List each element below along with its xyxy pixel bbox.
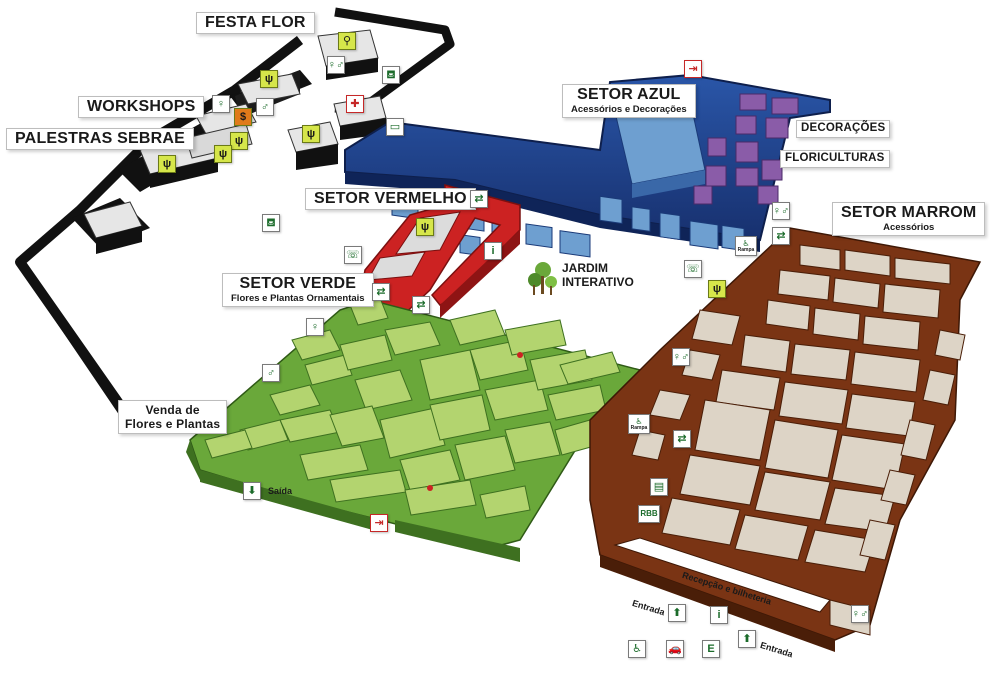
info-icon-letter: i: [717, 608, 721, 621]
bench-icon: ⛾: [382, 66, 400, 84]
setor-marrom-subtitle: Acessórios: [883, 222, 935, 233]
parking-letter: E: [707, 642, 715, 655]
setor-vermelho-title: SETOR VERMELHO: [314, 190, 467, 207]
label-decoracoes: DECORAÇÕES: [796, 120, 891, 138]
festa-flor-title: FESTA FLOR: [205, 14, 306, 31]
emergency-exit-icon: ⇥: [684, 60, 702, 78]
rbb-icon: RBB: [638, 505, 660, 523]
green-stands: [204, 297, 621, 519]
first-aid-cross-icon: ✚: [346, 95, 364, 113]
phone-icon: ☏: [344, 246, 362, 264]
decoracoes-title: DECORAÇÕES: [801, 122, 886, 134]
label-setor-marrom: SETOR MARROM Acessórios: [832, 202, 986, 236]
label-saida: Saída: [268, 486, 293, 496]
setor-azul-subtitle: Acessórios e Decorações: [571, 104, 687, 115]
restroom-icon: ♀: [212, 95, 230, 113]
transfer-arrows-icon: ⇄: [372, 283, 390, 301]
food-fork-knife-icon: ψ: [230, 132, 248, 150]
wheelchair-icon: ♿: [628, 640, 646, 658]
transfer-arrows-icon: ⇄: [412, 296, 430, 314]
brown-stands: [631, 244, 966, 573]
restroom-icon: ♀♂: [672, 348, 690, 366]
direction-arrow-icon: ⬆: [738, 630, 756, 648]
label-palestras-sebrae: PALESTRAS SEBRAE: [6, 128, 195, 150]
setor-verde-subtitle: Flores e Plantas Ornamentais: [231, 293, 365, 304]
food-fork-knife-icon: ψ: [708, 280, 726, 298]
food-fork-knife-icon: ψ: [260, 70, 278, 88]
venda-line-1: Venda de: [145, 403, 200, 417]
label-setor-verde: SETOR VERDE Flores e Plantas Ornamentais: [222, 273, 374, 307]
setor-marrom-title: SETOR MARROM: [841, 204, 977, 221]
food-fork-knife-icon: ψ: [302, 125, 320, 143]
food-fork-knife-icon: ψ: [214, 145, 232, 163]
workshops-title: WORKSHOPS: [87, 98, 196, 115]
food-fork-knife-icon: ψ: [416, 218, 434, 236]
label-floriculturas: FLORICULTURAS: [780, 150, 890, 168]
car-icon: 🚗: [666, 640, 684, 658]
label-festa-flor: FESTA FLOR: [196, 12, 315, 34]
restroom-icon: ♂: [262, 364, 280, 382]
restroom-icon: ♂: [256, 98, 274, 116]
direction-arrow-icon: ⬆: [668, 604, 686, 622]
label-jardim-interativo: JARDIM INTERATIVO: [562, 261, 634, 290]
wheelchair-icon: ♿Rampa: [735, 236, 757, 256]
label-venda-flores: Venda de Flores e Plantas: [118, 400, 228, 434]
venda-line-2: Flores e Plantas: [125, 417, 221, 431]
restroom-icon: ♀♂: [851, 605, 869, 623]
rbb-label: RBB: [640, 509, 658, 518]
atm-icon: $: [234, 108, 252, 126]
rampa-label-1: Rampa: [737, 246, 755, 253]
rampa-label-2: Rampa: [630, 424, 648, 431]
brown-sector: [589, 227, 982, 652]
restroom-icon: ♀♂: [772, 202, 790, 220]
floriculturas-title: FLORICULTURAS: [785, 152, 885, 164]
transfer-arrows-icon: ⇄: [470, 190, 488, 208]
jardim-line-2: INTERATIVO: [562, 274, 634, 289]
direction-arrow-icon: ⬇: [243, 482, 261, 500]
label-setor-vermelho: SETOR VERMELHO: [305, 188, 476, 210]
food-fork-knife-icon: ⚲: [338, 32, 356, 50]
restroom-icon: ♀: [306, 318, 324, 336]
food-fork-knife-icon: ψ: [158, 155, 176, 173]
parking-icon: E: [702, 640, 720, 658]
bench-icon: ⛾: [262, 214, 280, 232]
wheelchair-icon: ♿Rampa: [628, 414, 650, 434]
info-icon-letter: i: [491, 244, 495, 257]
info-icon: i: [484, 242, 502, 260]
setor-verde-title: SETOR VERDE: [239, 275, 357, 292]
transfer-arrows-icon: ⇄: [673, 430, 691, 448]
palestras-title: PALESTRAS SEBRAE: [15, 130, 186, 147]
tree-icon: [528, 262, 557, 295]
transfer-arrows-icon: ⇄: [772, 227, 790, 245]
jardim-line-1: JARDIM: [562, 261, 609, 275]
atm-icon: ▭: [386, 118, 404, 136]
info-icon: i: [710, 606, 728, 624]
label-setor-azul: SETOR AZUL Acessórios e Decorações: [562, 84, 696, 118]
green-sector: [186, 297, 642, 562]
restroom-icon: ♀♂: [327, 56, 345, 74]
blue-sector: [344, 73, 831, 258]
setor-azul-title: SETOR AZUL: [577, 86, 681, 103]
atm-icon: ▤: [650, 478, 668, 496]
phone-icon: ☏: [684, 260, 702, 278]
emergency-exit-icon: ⇥: [370, 514, 388, 532]
label-workshops: WORKSHOPS: [78, 96, 205, 118]
